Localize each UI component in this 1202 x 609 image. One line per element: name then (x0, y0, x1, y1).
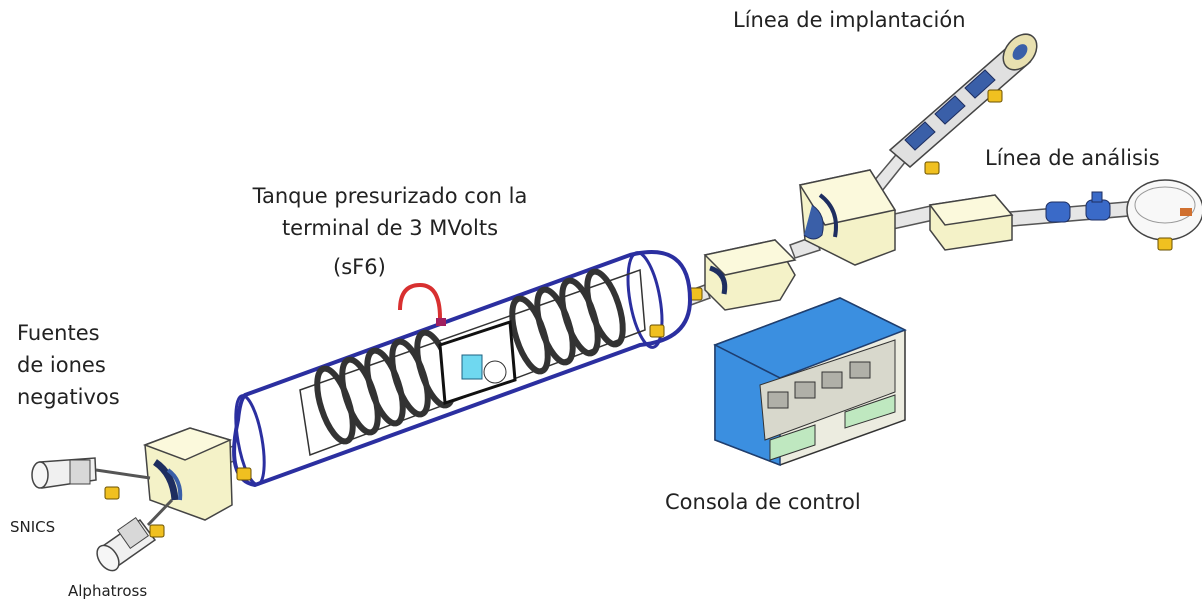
implantation-line-drawing (888, 33, 1038, 175)
snics-source (31, 457, 151, 489)
label-sources-line3: negativos (17, 385, 120, 409)
label-snics: SNICS (10, 518, 56, 536)
alphatross-source (96, 498, 174, 572)
low-energy-magnet (687, 239, 797, 311)
label-alphatross: Alphatross (68, 582, 148, 600)
label-implantation-line: Línea de implantación (733, 8, 966, 32)
switching-magnet (798, 169, 897, 266)
ion-source-assembly (31, 427, 252, 572)
label-control-console: Consola de control (665, 490, 861, 514)
analysis-line-drawing (928, 179, 1202, 251)
label-tank-line3: (sF6) (333, 255, 386, 279)
label-analysis-line: Línea de análisis (985, 146, 1160, 170)
label-sources-line2: de iones (17, 353, 106, 377)
label-tank-line2: terminal de 3 MVolts (281, 216, 499, 240)
label-sources-line1: Fuentes (17, 321, 100, 345)
pressurized-tank (232, 250, 693, 488)
label-tank-line1: Tanque presurizado con la (252, 184, 528, 208)
control-console (713, 297, 907, 467)
